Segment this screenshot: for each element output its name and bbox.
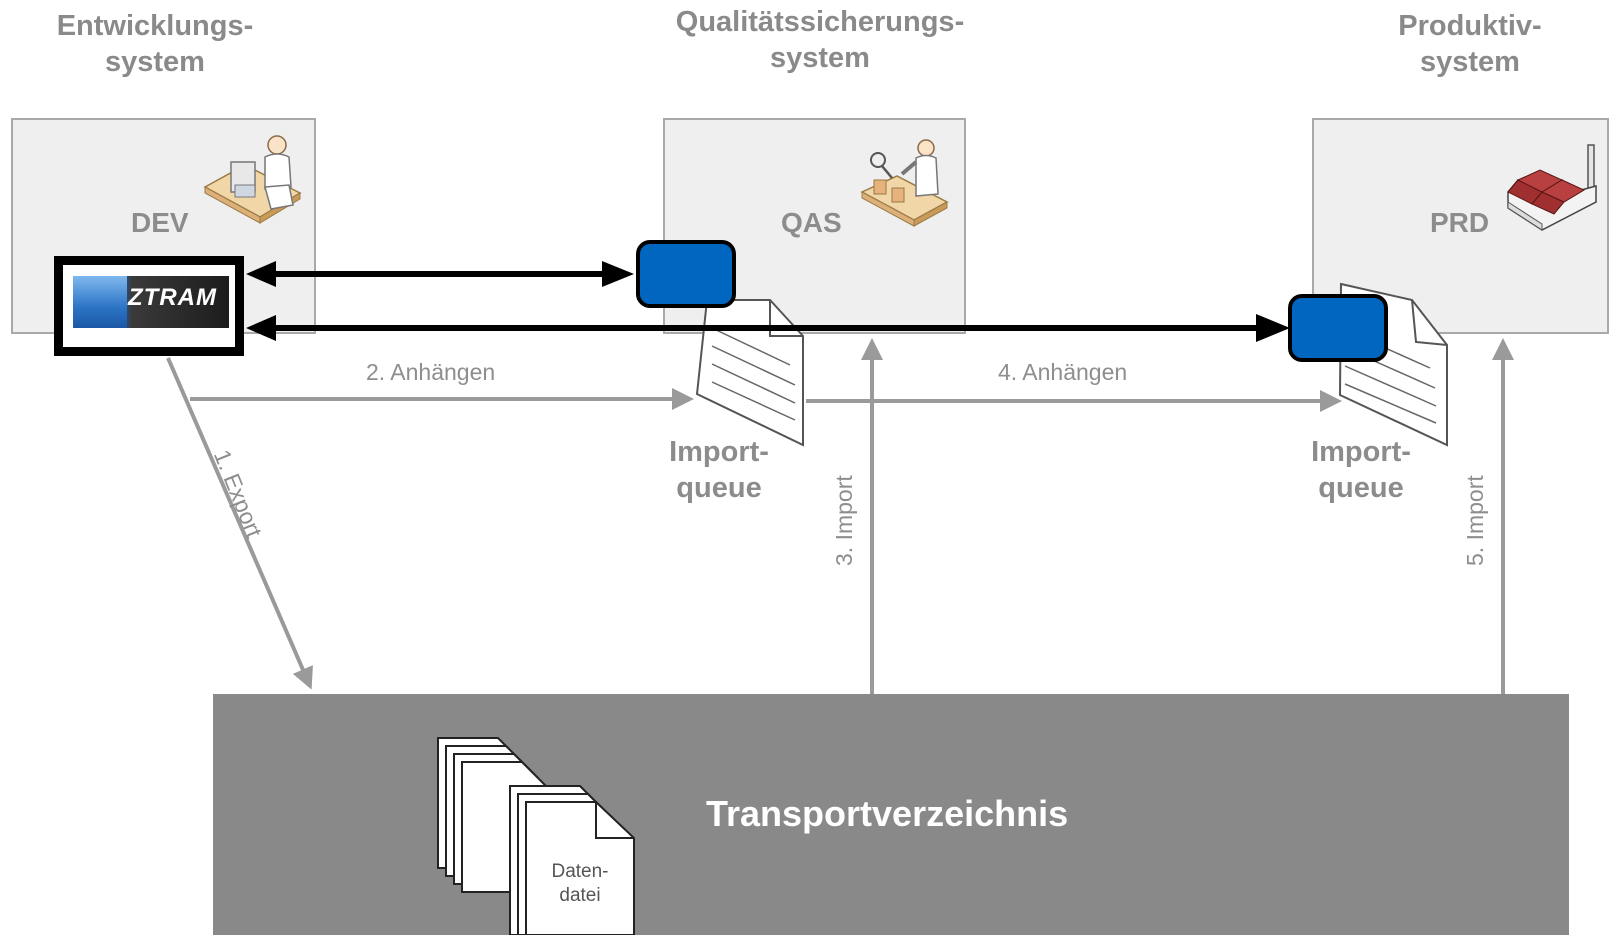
- qas-import-queue-label: Import- queue: [669, 436, 769, 504]
- queue-node-prd: [1288, 294, 1388, 362]
- edge-export: [166, 357, 313, 690]
- prd-system-title: Produktiv- system: [1398, 10, 1542, 78]
- ztram-logo-glow: [73, 276, 127, 328]
- developer-at-desk-icon: [203, 135, 302, 224]
- qas-system-title: Qualitätssicherungs- system: [675, 6, 965, 74]
- import-queue-document-qas: [695, 299, 804, 447]
- ztram-logo: ZTRAM: [73, 276, 229, 328]
- edge-label-attach-prd: 4. Anhängen: [998, 359, 1128, 385]
- prd-import-queue-label: Import- queue: [1311, 436, 1411, 504]
- ztram-label: ZTRAM: [128, 284, 217, 311]
- data-file-label: Daten- datei: [551, 861, 609, 906]
- bidirectional-arrow-to-qas: [246, 261, 634, 287]
- transport-directory-label: Transportverzeichnis: [706, 793, 1069, 834]
- dev-system-title: Entwicklungs- system: [56, 10, 254, 78]
- dev-code: DEV: [131, 207, 189, 238]
- queue-node-qas: [636, 240, 736, 308]
- prd-code: PRD: [1430, 207, 1490, 238]
- ztram-tool-frame[interactable]: ZTRAM: [54, 256, 244, 356]
- qas-code: QAS: [781, 207, 842, 238]
- quality-inspector-icon: [860, 139, 949, 227]
- edge-label-attach-qas: 2. Anhängen: [366, 359, 496, 385]
- edge-label-import-qas: 3. Import: [831, 475, 857, 566]
- data-file-stack-icon: [437, 737, 635, 935]
- edge-label-import-prd: 5. Import: [1462, 475, 1488, 566]
- bidirectional-arrow-to-prd: [246, 314, 1290, 342]
- factory-icon: [1507, 144, 1597, 231]
